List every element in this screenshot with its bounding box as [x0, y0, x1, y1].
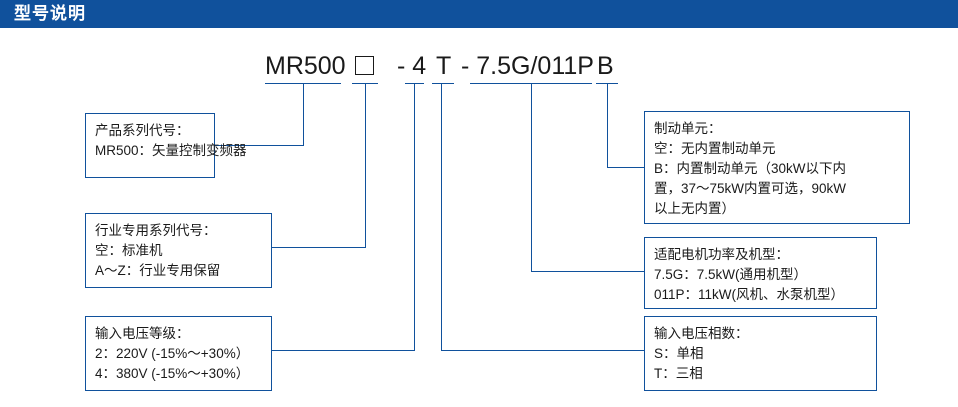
box-series: 产品系列代号： MR500：矢量控制变频器 — [85, 113, 247, 178]
page-title: 型号说明 — [14, 4, 86, 23]
box-phase-line: T：三相 — [654, 366, 703, 381]
leader-brake-vertical — [607, 83, 608, 167]
leader-industry-horizontal — [272, 247, 366, 248]
box-brake-line: 以上无内置） — [654, 201, 735, 216]
box-brake-line: 空：无内置制动单元 — [654, 141, 776, 156]
box-voltage-class: 输入电压等级： 2：220V (-15%～+30%） 4：380V (-15%～… — [85, 316, 272, 391]
box-voltage-class-line: 2：220V (-15%～+30%） — [95, 346, 250, 361]
box-industry-title: 行业专用系列代号： — [95, 223, 217, 238]
code-segment-brake: B — [597, 52, 614, 80]
leader-voltage-class-horizontal — [272, 350, 415, 351]
leader-voltage-class-vertical — [414, 83, 415, 350]
leader-power-type-vertical — [531, 83, 532, 271]
leader-phase-vertical — [441, 83, 442, 350]
box-brake: 制动单元： 空：无内置制动单元 B：内置制动单元（30kW以下内 置，37～75… — [644, 111, 910, 224]
underline-phase — [432, 83, 454, 84]
box-power-type-line: 011P：11kW(风机、水泵机型） — [654, 287, 845, 302]
leader-phase-horizontal — [441, 350, 645, 351]
box-power-type: 适配电机功率及机型： 7.5G：7.5kW(通用机型） 011P：11kW(风机… — [644, 237, 877, 309]
box-brake-line: B：内置制动单元（30kW以下内 — [654, 161, 847, 176]
code-segment-phase: T — [436, 52, 452, 80]
box-phase-title: 输入电压相数： — [654, 326, 749, 341]
box-series-line: MR500：矢量控制变频器 — [95, 143, 247, 158]
leader-series-vertical — [303, 83, 304, 145]
leader-series-horizontal — [215, 145, 304, 146]
box-power-type-line: 7.5G：7.5kW(通用机型） — [654, 267, 808, 282]
box-phase-line: S：单相 — [654, 346, 704, 361]
code-segment-power-type: - 7.5G/011P — [461, 52, 594, 80]
box-industry-line: 空：标准机 — [95, 243, 163, 258]
box-voltage-class-line: 4：380V (-15%～+30%） — [95, 366, 250, 381]
header-bar — [0, 0, 958, 28]
box-series-title: 产品系列代号： — [95, 123, 190, 138]
box-brake-title: 制动单元： — [654, 121, 722, 136]
box-brake-line: 置，37～75kW内置可选，90kW — [654, 181, 847, 196]
box-voltage-class-title: 输入电压等级： — [95, 326, 190, 341]
leader-brake-horizontal — [607, 167, 645, 168]
code-segment-series: MR500 — [265, 52, 346, 80]
box-industry: 行业专用系列代号： 空：标准机 A～Z：行业专用保留 — [85, 213, 272, 288]
leader-power-type-horizontal — [531, 271, 645, 272]
code-segment-industry-placeholder-box — [355, 56, 374, 75]
box-power-type-title: 适配电机功率及机型： — [654, 247, 789, 262]
leader-industry-vertical — [365, 83, 366, 247]
box-industry-line: A～Z：行业专用保留 — [95, 263, 221, 278]
box-phase: 输入电压相数： S：单相 T：三相 — [644, 316, 877, 391]
code-segment-voltage-class: - 4 — [397, 52, 427, 80]
